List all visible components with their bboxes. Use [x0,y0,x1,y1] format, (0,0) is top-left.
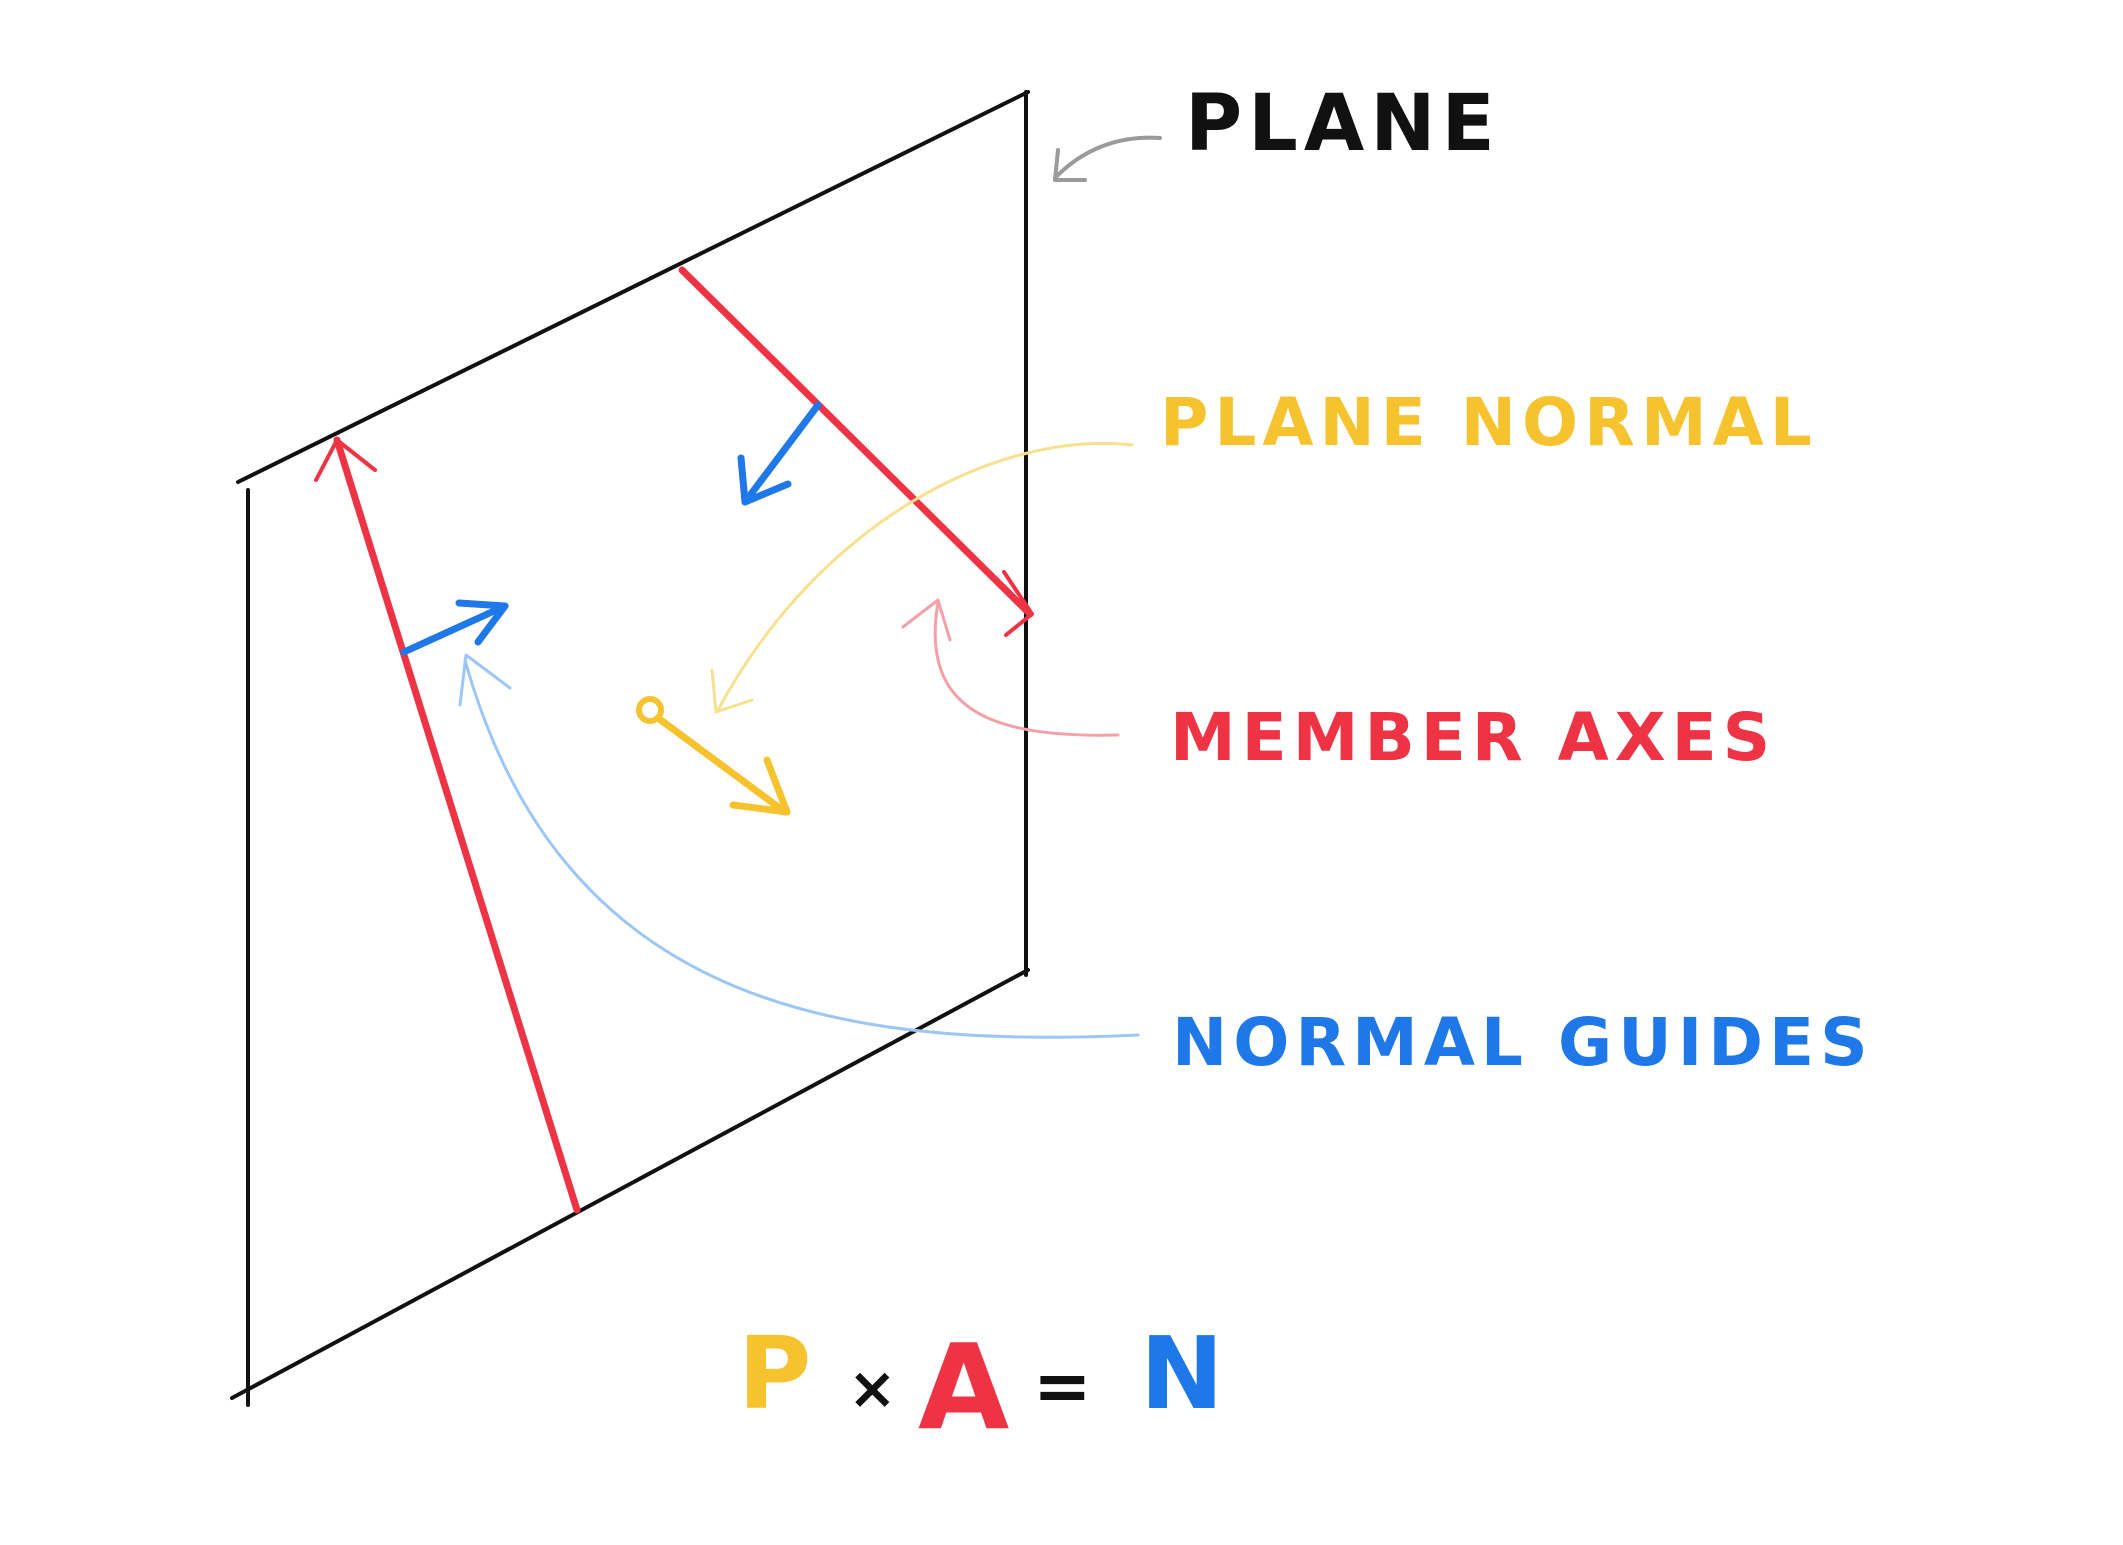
equation-n: N [1140,1315,1230,1432]
equation-p: P [738,1315,817,1432]
equation-equals: = [1033,1345,1098,1427]
plane-edge-bottom [230,968,1030,1400]
normal-guides-label: NORMAL GUIDES [1172,1004,1874,1081]
normal-guides-pointer [458,653,1140,1039]
plane-label: PLANE [1185,79,1501,169]
plane-normal-origin [636,696,664,724]
member-axis-right-arrowhead [1002,570,1034,637]
plane-normal-vector [636,696,791,816]
member-axis-left [314,436,581,1214]
plane-normal-label: PLANE NORMAL [1160,384,1818,461]
normal-guide-right [737,401,822,506]
plane-normal-pointer [710,441,1134,714]
plane-edge-top [236,90,1030,484]
member-axis-right [678,266,1034,637]
normal-guide-left [400,599,509,656]
equation-a: A [918,1318,1015,1456]
equation-times: × [848,1354,903,1422]
member-axis-left-arrowhead [314,438,377,482]
plane-outline [230,90,1030,1407]
plane-pointer [1053,135,1162,182]
member-axes-label: MEMBER AXES [1170,699,1776,776]
member-axes-pointer [901,598,1120,737]
equation: P × A = N [738,1315,1230,1456]
